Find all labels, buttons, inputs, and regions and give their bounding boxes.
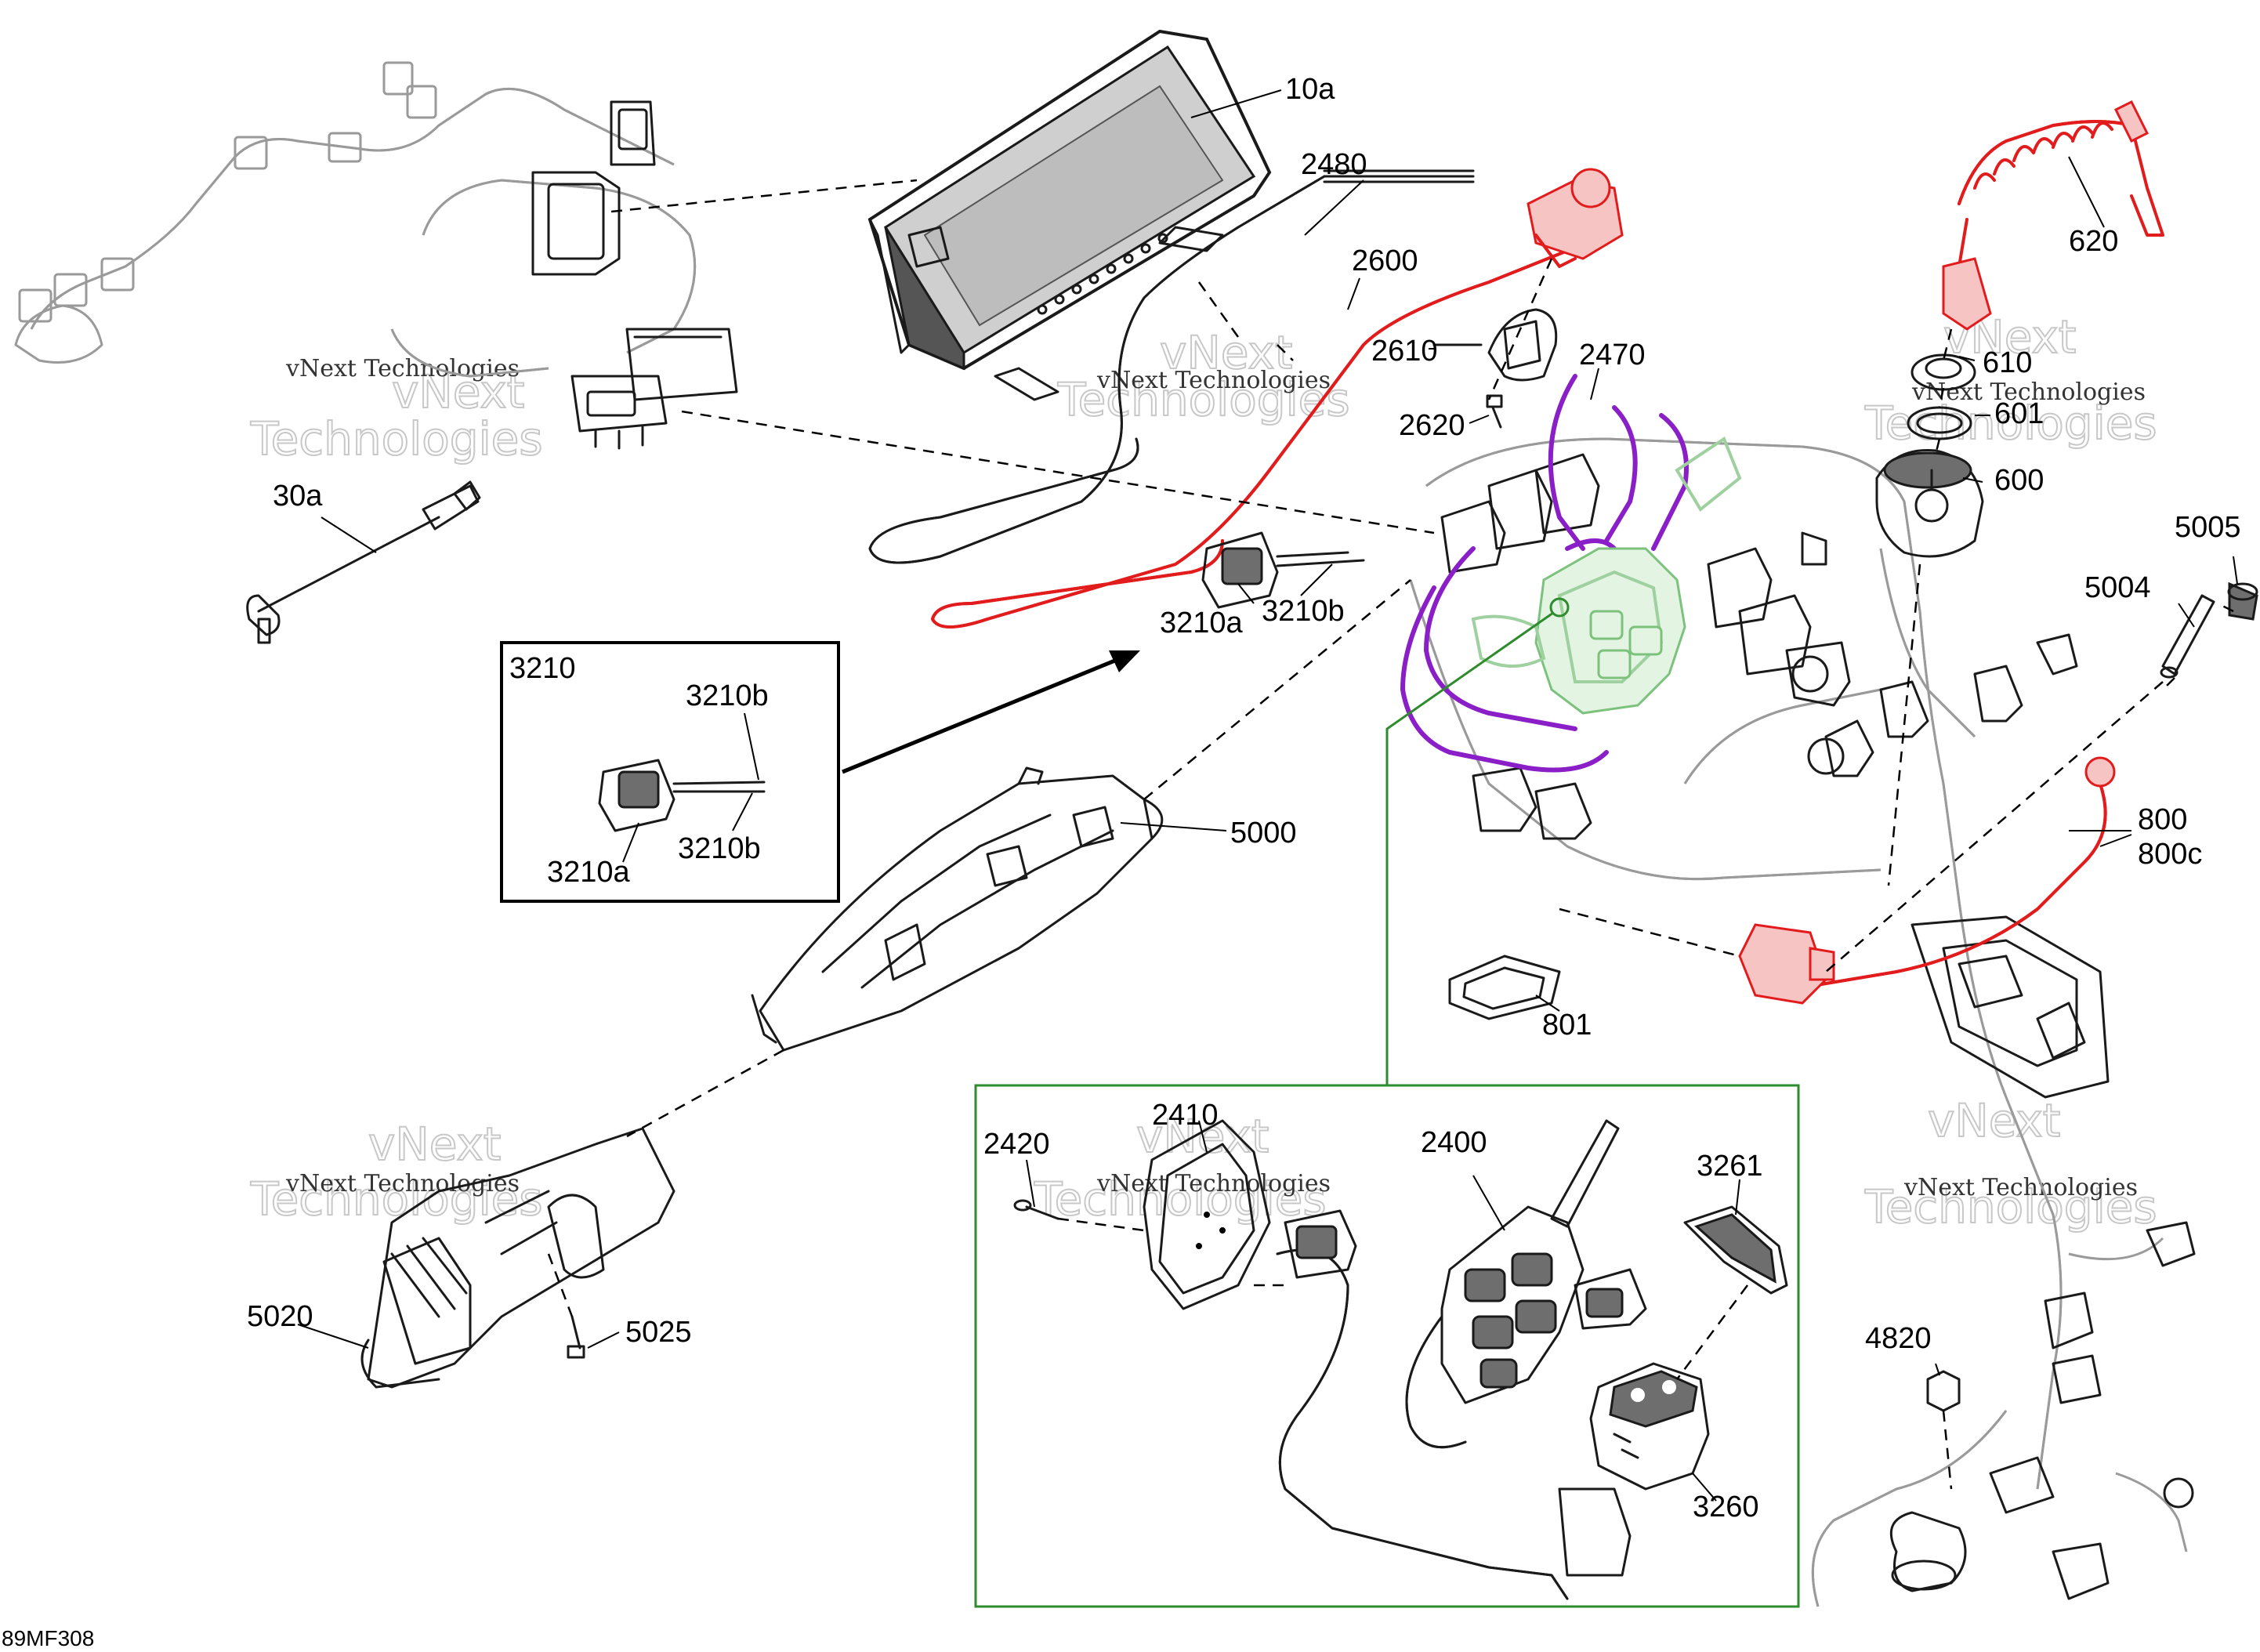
part-5025-screw[interactable] <box>567 1315 585 1359</box>
inset-switch-frame <box>974 1084 1800 1608</box>
watermark-text: vNext Technologies <box>1903 1174 2138 1201</box>
part-800-red-cable[interactable] <box>1738 756 2116 1005</box>
label-4820: 4820 <box>1865 1322 1932 1355</box>
part-4820-nut[interactable] <box>1926 1370 1961 1412</box>
watermark-outline: Technologies <box>1864 397 2157 450</box>
part-5004-pin[interactable] <box>2160 594 2215 679</box>
inset-switch-detail <box>974 1084 1800 1608</box>
label-2620: 2620 <box>1399 409 1465 442</box>
inset-2400-switch[interactable] <box>1276 1119 1647 1600</box>
part-2480-cable[interactable] <box>868 169 1475 564</box>
label-2600: 2600 <box>1352 245 1418 277</box>
inset-2410-housing[interactable] <box>1143 1119 1271 1310</box>
label-5005: 5005 <box>2175 511 2241 544</box>
label-5000: 5000 <box>1230 817 1297 850</box>
label-3210a: 3210a <box>1160 607 1244 639</box>
part-30a-sensor[interactable] <box>246 480 481 644</box>
label-2610: 2610 <box>1371 335 1438 368</box>
main-wiring-harness <box>1409 437 2196 1607</box>
label-620: 620 <box>2069 225 2118 258</box>
part-labels: 10a 2480 2600 2610 2620 2470 620 610 601… <box>2 73 2241 1650</box>
green-callout <box>1385 597 1570 1085</box>
label-3261: 3261 <box>1697 1150 1763 1183</box>
part-2610-switch-bracket[interactable] <box>1432 308 1558 382</box>
label-601: 601 <box>1994 397 2044 430</box>
watermark-outline: Technologies <box>250 412 543 466</box>
label-3210b: 3210b <box>1262 595 1345 628</box>
watermark-outline: vNext <box>1928 1094 2060 1147</box>
watermark-text: vNext Technologies <box>1911 379 2146 406</box>
label-3260: 3260 <box>1693 1491 1759 1523</box>
part-5020-bracket[interactable] <box>360 1127 675 1389</box>
label-5025: 5025 <box>625 1316 692 1349</box>
part-5000-housing[interactable] <box>751 766 1164 1052</box>
part-801-gasket[interactable] <box>1448 955 1561 1020</box>
watermark-text: vNext Technologies <box>285 1170 520 1197</box>
label-2400: 2400 <box>1421 1126 1487 1159</box>
inset-3261-cover[interactable] <box>1683 1205 1788 1295</box>
wiring-harness-left <box>14 61 738 450</box>
cluster-button-icons <box>1037 233 1168 315</box>
label-801: 801 <box>1542 1009 1592 1042</box>
watermark-outline: vNext <box>1160 326 1292 379</box>
label-2420: 2420 <box>983 1128 1050 1161</box>
label-5020: 5020 <box>247 1300 313 1333</box>
detail-arrow <box>842 650 1140 774</box>
leader-lines <box>297 89 2238 1376</box>
label-3210a-inset: 3210a <box>547 856 631 889</box>
drawing-code: 89MF308 <box>2 1626 94 1650</box>
part-2600-red-cable[interactable] <box>931 168 1624 629</box>
inset-3260-switch[interactable] <box>1589 1362 1710 1491</box>
watermark-outline: Technologies <box>1057 373 1350 426</box>
watermark-outline: Technologies <box>1864 1180 2157 1234</box>
label-30a: 30a <box>273 480 323 513</box>
inset-3210-connector[interactable] <box>598 759 766 832</box>
inset-3210-frame <box>500 641 840 903</box>
watermark-text: vNext Technologies <box>1096 1170 1331 1197</box>
highlighted-switch-assembly <box>1471 436 1742 715</box>
label-610: 610 <box>1983 346 2032 379</box>
label-3210: 3210 <box>509 652 576 685</box>
inset-3210 <box>500 641 840 903</box>
label-2480: 2480 <box>1301 148 1367 181</box>
label-5004: 5004 <box>2084 571 2151 604</box>
part-5005-cap[interactable] <box>2227 581 2258 621</box>
label-3210b-inset-bottom: 3210b <box>678 832 761 865</box>
label-10a: 10a <box>1285 73 1335 106</box>
label-3210b-inset-top: 3210b <box>686 679 769 712</box>
part-2470-purple-harness[interactable] <box>1400 374 1689 773</box>
watermark-outline: Technologies <box>1034 1172 1327 1226</box>
label-2410: 2410 <box>1152 1099 1219 1132</box>
label-800: 800 <box>2138 803 2187 836</box>
label-800c: 800c <box>2138 838 2202 871</box>
label-2470: 2470 <box>1579 339 1646 371</box>
part-3210-connector-main[interactable] <box>1201 531 1365 609</box>
watermark-text: vNext Technologies <box>285 355 520 382</box>
watermark-outline: vNext <box>368 1118 501 1171</box>
inset-2420-screw[interactable] <box>1013 1199 1059 1220</box>
part-10a-instrument-cluster[interactable] <box>867 29 1272 401</box>
watermark-text: vNext Technologies <box>1096 367 1331 394</box>
part-600-switch[interactable] <box>1875 448 1984 558</box>
assembly-dashed-lines <box>547 179 2234 1490</box>
part-620-red-lanyard[interactable] <box>1942 100 2164 331</box>
part-2620-screw[interactable] <box>1486 394 1503 429</box>
watermark-group: vNext Technologies vNext Technologies vN… <box>249 310 2158 1234</box>
label-600: 600 <box>1994 464 2044 497</box>
